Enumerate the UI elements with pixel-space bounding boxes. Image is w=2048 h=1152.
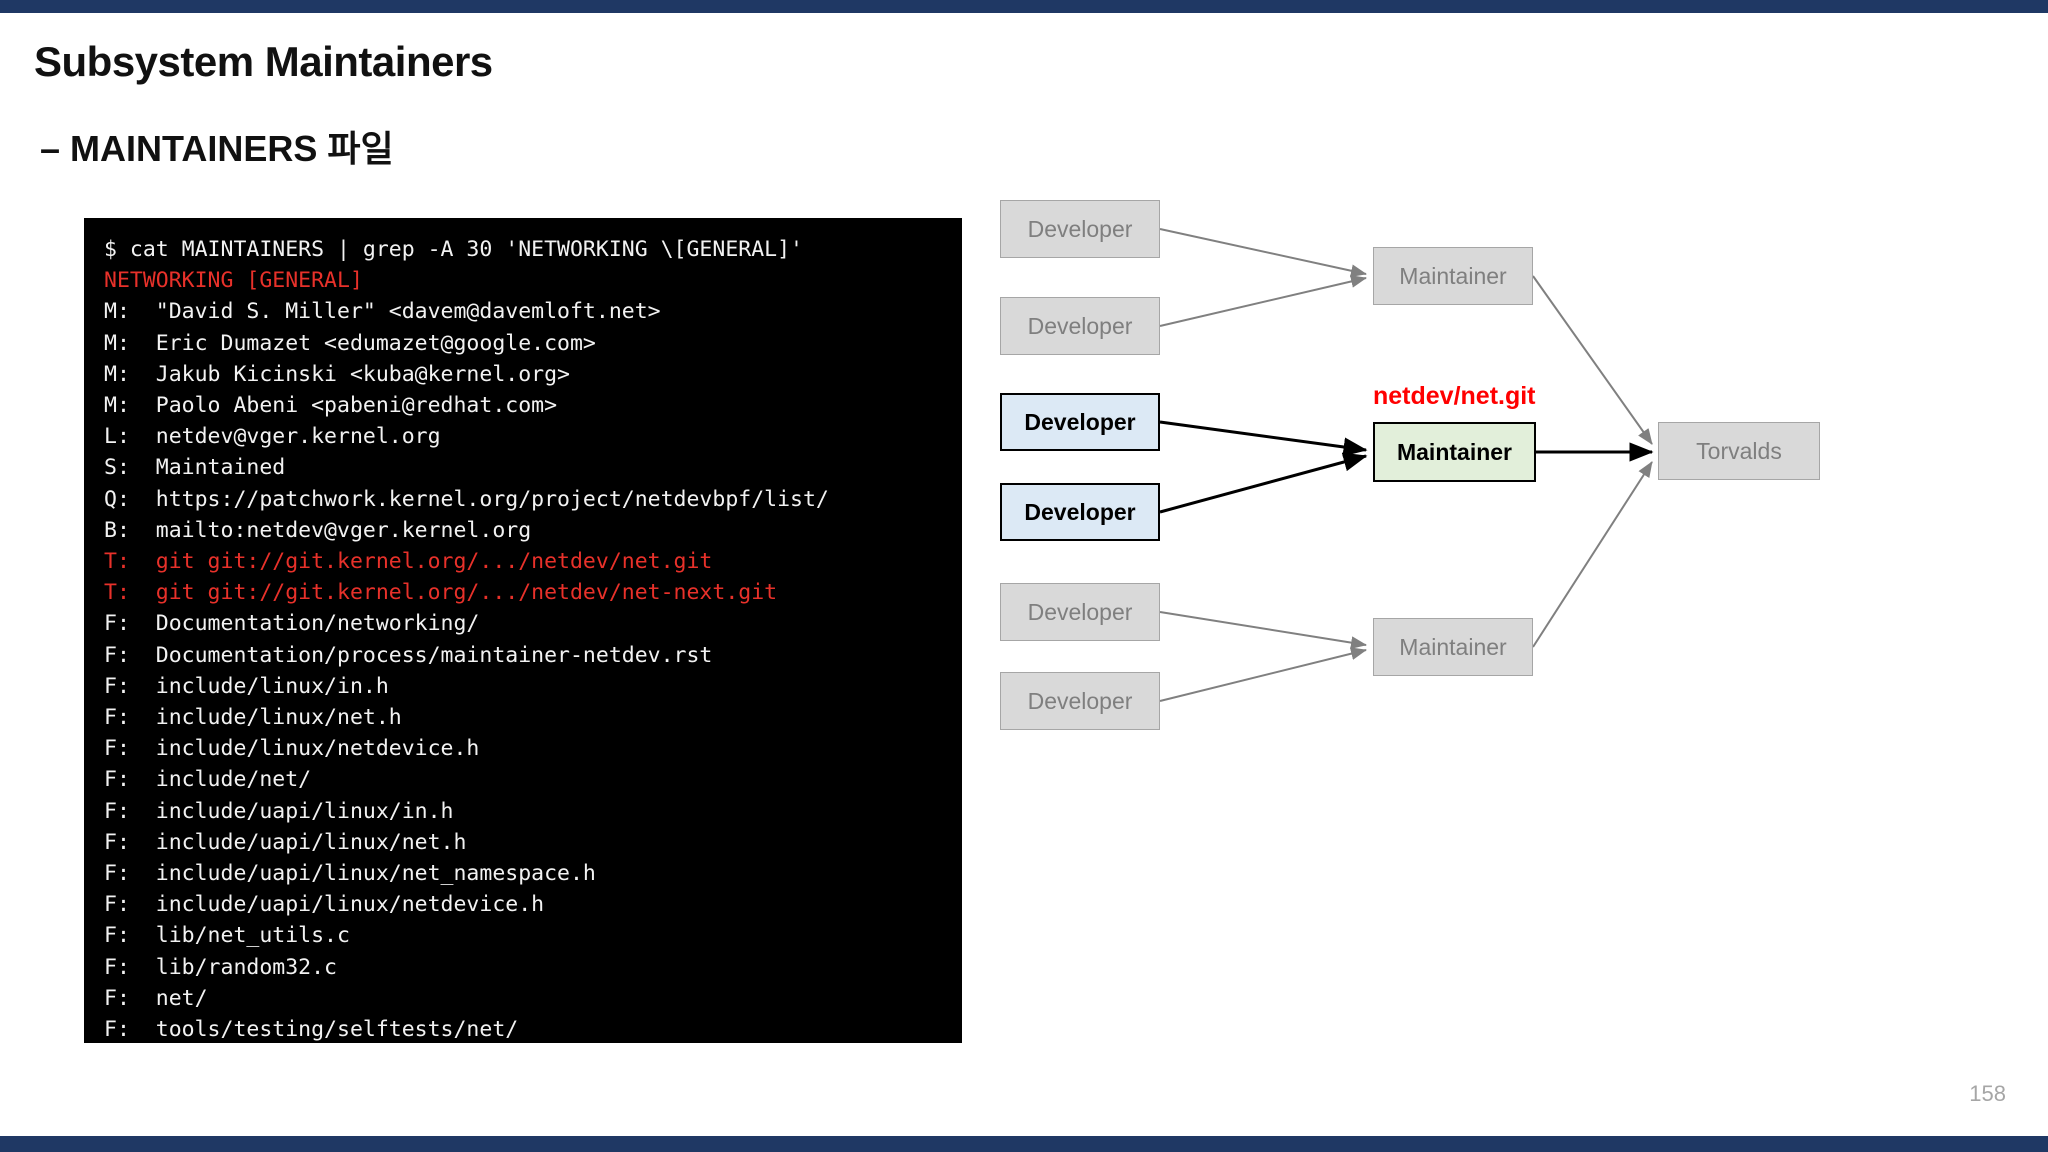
diagram-node-maint-top: Maintainer <box>1373 247 1533 305</box>
slide-subtitle: –MAINTAINERS 파일 <box>40 120 394 172</box>
diagram-node-label: Developer <box>1027 312 1133 339</box>
edge-dev-top-1-to-maint-top <box>1159 228 1367 278</box>
diagram-node-label: Maintainer <box>1399 262 1507 289</box>
diagram-node-label: Torvalds <box>1696 437 1782 464</box>
diagram-node-label: Developer <box>1027 215 1133 242</box>
terminal-line: M: "David S. Miller" <davem@davemloft.ne… <box>104 299 661 325</box>
terminal-line: S: Maintained <box>104 455 286 481</box>
terminal-line: $ cat MAINTAINERS | grep -A 30 'NETWORKI… <box>104 237 803 262</box>
subtitle-text: MAINTAINERS 파일 <box>70 128 394 169</box>
terminal-line: Q: https://patchwork.kernel.org/project/… <box>104 486 829 512</box>
terminal-line: F: include/uapi/linux/net.h <box>104 829 467 855</box>
diagram-node-label: Maintainer <box>1396 438 1513 465</box>
terminal-line: F: Documentation/process/maintainer-netd… <box>104 642 713 668</box>
diagram-connectors <box>1159 228 1654 702</box>
diagram-node-label: Developer <box>1024 408 1136 435</box>
edge-maint-bot-to-torvalds <box>1532 461 1653 648</box>
terminal-line: F: lib/net_utils.c <box>104 923 350 949</box>
edge-dev-bot-2-to-maint-bot <box>1159 647 1367 702</box>
edge-dev-mid-1-to-maint-mid <box>1159 420 1368 457</box>
terminal-line: F: include/uapi/linux/netdevice.h <box>104 892 545 918</box>
bottom-accent-bar <box>0 1136 2048 1152</box>
diagram-node-dev-bot-2: Developer <box>1000 672 1160 730</box>
terminal-line: M: Paolo Abeni <pabeni@redhat.com> <box>104 393 558 419</box>
repo-label: netdev/net.git <box>1373 382 1536 410</box>
diagram-node-torvalds: Torvalds <box>1658 422 1820 480</box>
terminal-line: F: include/linux/netdevice.h <box>104 736 480 762</box>
diagram-node-dev-mid-2: Developer <box>1000 483 1160 541</box>
page-number: 158 <box>1969 1081 2006 1106</box>
terminal-code-block: $ cat MAINTAINERS | grep -A 30 'NETWORKI… <box>84 218 962 1043</box>
terminal-line: M: Eric Dumazet <edumazet@google.com> <box>104 330 596 356</box>
subtitle-dash: – <box>40 128 61 169</box>
diagram-node-dev-top-2: Developer <box>1000 297 1160 355</box>
edge-dev-top-2-to-maint-top <box>1159 275 1367 327</box>
terminal-line: F: include/uapi/linux/in.h <box>104 798 454 824</box>
terminal-line: L: netdev@vger.kernel.org <box>104 424 441 450</box>
terminal-line: F: net/ <box>104 985 208 1011</box>
terminal-output: $ cat MAINTAINERS | grep -A 30 'NETWORKI… <box>84 234 962 1043</box>
terminal-line: NETWORKING [GENERAL] <box>104 268 363 294</box>
diagram-node-maint-bot: Maintainer <box>1373 618 1533 676</box>
diagram-node-label: Developer <box>1024 498 1136 525</box>
diagram-node-label: Developer <box>1027 598 1133 625</box>
terminal-line: F: tools/testing/selftests/net/ <box>104 1017 519 1043</box>
diagram-node-dev-mid-1: Developer <box>1000 393 1160 451</box>
terminal-line: T: git git://git.kernel.org/.../netdev/n… <box>104 580 778 606</box>
terminal-line: F: lib/random32.c <box>104 954 337 980</box>
edge-dev-bot-1-to-maint-bot <box>1159 611 1367 649</box>
diagram-node-label: Developer <box>1027 687 1133 714</box>
top-accent-bar <box>0 0 2048 13</box>
diagram-node-dev-top-1: Developer <box>1000 200 1160 258</box>
diagram-node-label: Maintainer <box>1399 633 1507 660</box>
diagram-node-maint-mid: Maintainer <box>1373 422 1536 482</box>
terminal-line: F: include/net/ <box>104 767 312 793</box>
terminal-line: M: Jakub Kicinski <kuba@kernel.org> <box>104 361 570 387</box>
edge-maint-top-to-torvalds <box>1532 275 1653 445</box>
page-title: Subsystem Maintainers <box>34 38 493 85</box>
terminal-line: F: include/linux/in.h <box>104 673 389 699</box>
diagram-node-dev-bot-1: Developer <box>1000 583 1160 641</box>
edge-dev-mid-2-to-maint-mid <box>1159 452 1368 514</box>
terminal-line: B: mailto:netdev@vger.kernel.org <box>104 517 532 543</box>
terminal-line: F: Documentation/networking/ <box>104 611 480 637</box>
terminal-line: F: include/linux/net.h <box>104 705 402 731</box>
terminal-line: T: git git://git.kernel.org/.../netdev/n… <box>104 549 713 575</box>
terminal-line: F: include/uapi/linux/net_namespace.h <box>104 861 596 887</box>
